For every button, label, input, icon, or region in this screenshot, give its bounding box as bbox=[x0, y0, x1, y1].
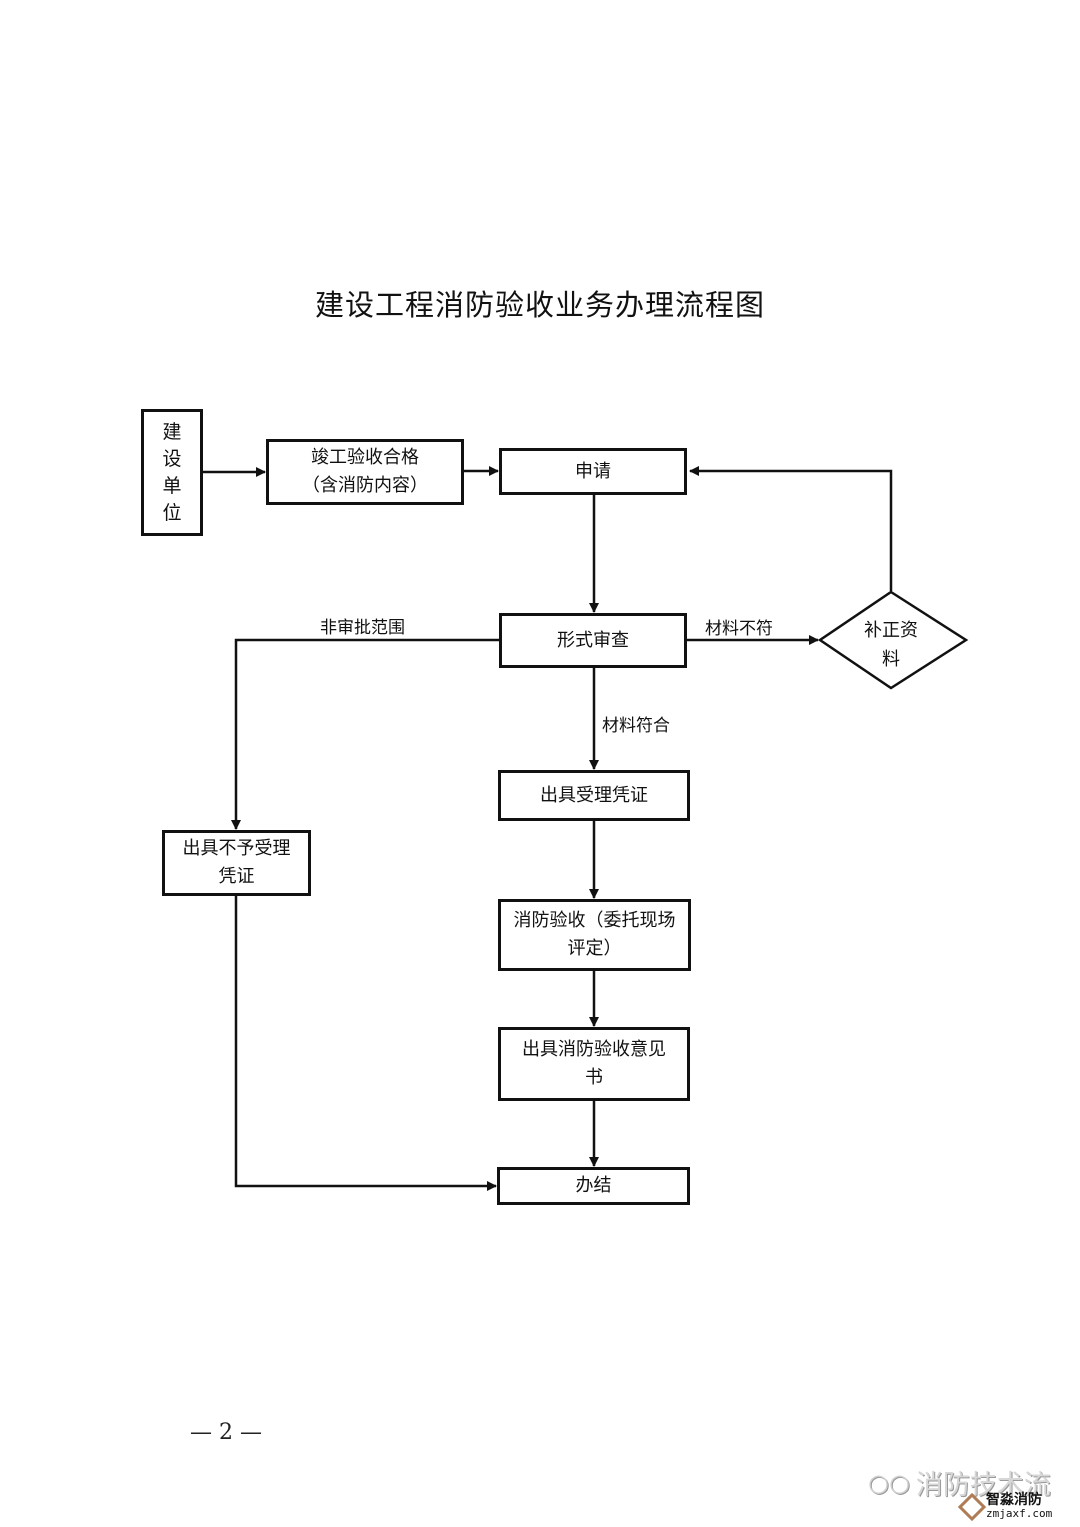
edge-rejection-to-completed bbox=[234, 895, 497, 1191]
supplement-materials-diamond bbox=[817, 590, 969, 690]
node-line: 凭证 bbox=[218, 866, 255, 887]
watermark-channel: ○○ 消防技术流 bbox=[868, 1463, 1051, 1502]
node-label: 出具受理凭证 bbox=[540, 784, 648, 806]
node-line: （含消防内容） bbox=[302, 475, 428, 496]
node-completion-acceptance: 竣工验收合格 （含消防内容） bbox=[266, 439, 464, 505]
node-line: 消防验收（委托现场 bbox=[513, 910, 676, 931]
node-line: 出具消防验收意见 bbox=[522, 1039, 666, 1060]
char: 建 bbox=[162, 420, 182, 443]
node-line: 竣工验收合格 bbox=[311, 447, 419, 468]
node-completed: 办结 bbox=[497, 1167, 690, 1205]
watermark-brand: 智淼消防 zmjaxf.com bbox=[957, 1492, 1053, 1522]
node-issue-opinion: 出具消防验收意见 书 bbox=[498, 1027, 690, 1101]
node-issue-rejection-voucher: 出具不予受理 凭证 bbox=[162, 830, 311, 896]
page-number: — 2 — bbox=[190, 1420, 262, 1445]
node-supplement-materials: 补正资 料 bbox=[846, 616, 936, 674]
edge-label-out-of-scope: 非审批范围 bbox=[320, 618, 405, 638]
node-fire-acceptance: 消防验收（委托现场 评定） bbox=[498, 899, 691, 971]
page-title: 建设工程消防验收业务办理流程图 bbox=[314, 288, 765, 322]
brand-logo-icon bbox=[957, 1492, 987, 1522]
edge-label-materials-mismatch: 材料不符 bbox=[705, 619, 773, 639]
brand-name: 智淼消防 bbox=[986, 1492, 1042, 1508]
brand-url: zmjaxf.com bbox=[986, 1507, 1053, 1520]
char: 设 bbox=[162, 447, 182, 470]
node-label: 形式审查 bbox=[557, 629, 629, 651]
node-line: 出具不予受理 bbox=[182, 838, 291, 859]
node-label: 办结 bbox=[575, 1175, 612, 1196]
node-formal-review: 形式审查 bbox=[499, 613, 687, 668]
char: 位 bbox=[162, 501, 182, 524]
char: 单 bbox=[162, 474, 182, 497]
node-line: 料 bbox=[882, 649, 900, 670]
edge-label-materials-match: 材料符合 bbox=[602, 716, 670, 736]
edge-supplement-to-application bbox=[689, 466, 893, 591]
node-line: 补正资 bbox=[864, 620, 918, 641]
node-construction-unit: 建 设 单 位 bbox=[141, 409, 203, 536]
node-line: 评定） bbox=[567, 938, 622, 959]
node-application: 申请 bbox=[499, 448, 687, 495]
wechat-icon: ○○ bbox=[868, 1468, 910, 1497]
edge-review-to-rejection bbox=[231, 638, 500, 830]
watermark-channel-name: 消防技术流 bbox=[915, 1470, 1051, 1501]
node-line: 书 bbox=[585, 1067, 603, 1088]
node-label: 申请 bbox=[575, 460, 611, 482]
node-issue-acceptance-voucher: 出具受理凭证 bbox=[498, 770, 690, 821]
